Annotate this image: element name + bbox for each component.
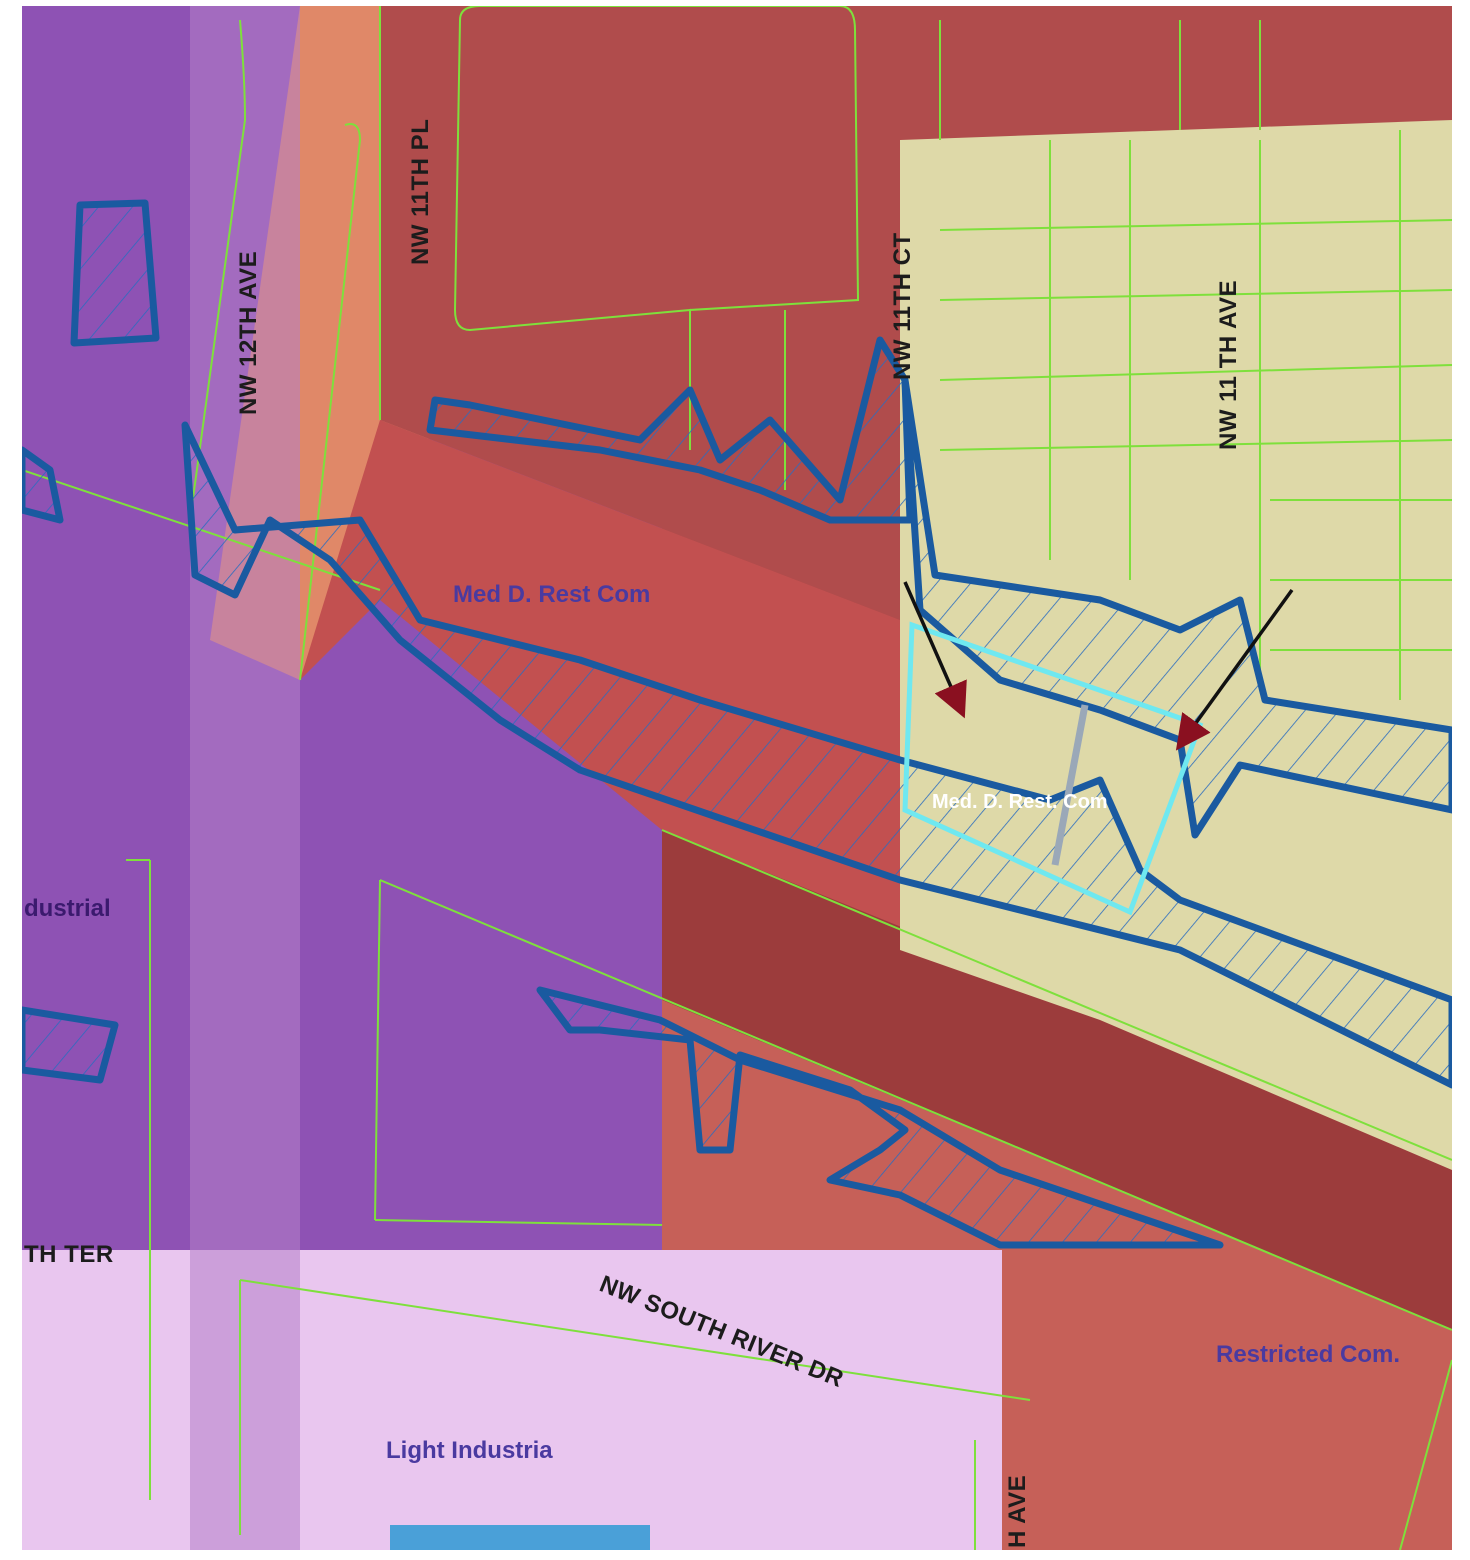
- zone-light-industrial: [22, 1250, 1002, 1550]
- arrow-left: [903, 581, 967, 719]
- zone-label-industrial: dustrial: [24, 895, 111, 922]
- parcel-lines: [22, 6, 1452, 1550]
- zone-label-restricted-com: Restricted Com.: [1216, 1341, 1400, 1368]
- site-divider: [1051, 704, 1089, 866]
- zone-light-industrial-blue: [390, 1525, 650, 1550]
- road-label-nw-11th-pl: NW 11TH PL: [407, 119, 434, 265]
- road-label-nw-11th-ave: NW 11 TH AVE: [1215, 280, 1242, 450]
- road-label-h-ave: H AVE: [1004, 1475, 1031, 1548]
- road-label-th-ter: TH TER: [24, 1241, 114, 1268]
- road-label-nw-11th-ct: NW 11TH CT: [889, 232, 916, 380]
- site-parcel[interactable]: [902, 621, 1204, 916]
- road-nw-12th-ave: [190, 6, 300, 1550]
- arrow-right: [1175, 588, 1294, 751]
- flood-zones: [22, 199, 1452, 1249]
- zone-label-light-industrial: Light Industria: [386, 1437, 553, 1464]
- zone-label-med-d-rest-com: Med D. Rest Com: [453, 581, 650, 608]
- zone-dark-red-band: [662, 830, 1452, 1330]
- zone-label-site: Med. D. Rest. Com: [932, 791, 1108, 813]
- road-label-nw-12th-ave: NW 12TH AVE: [235, 251, 262, 415]
- zone-med-density-north: [380, 6, 1452, 620]
- zone-med-density-south: [662, 1000, 1452, 1550]
